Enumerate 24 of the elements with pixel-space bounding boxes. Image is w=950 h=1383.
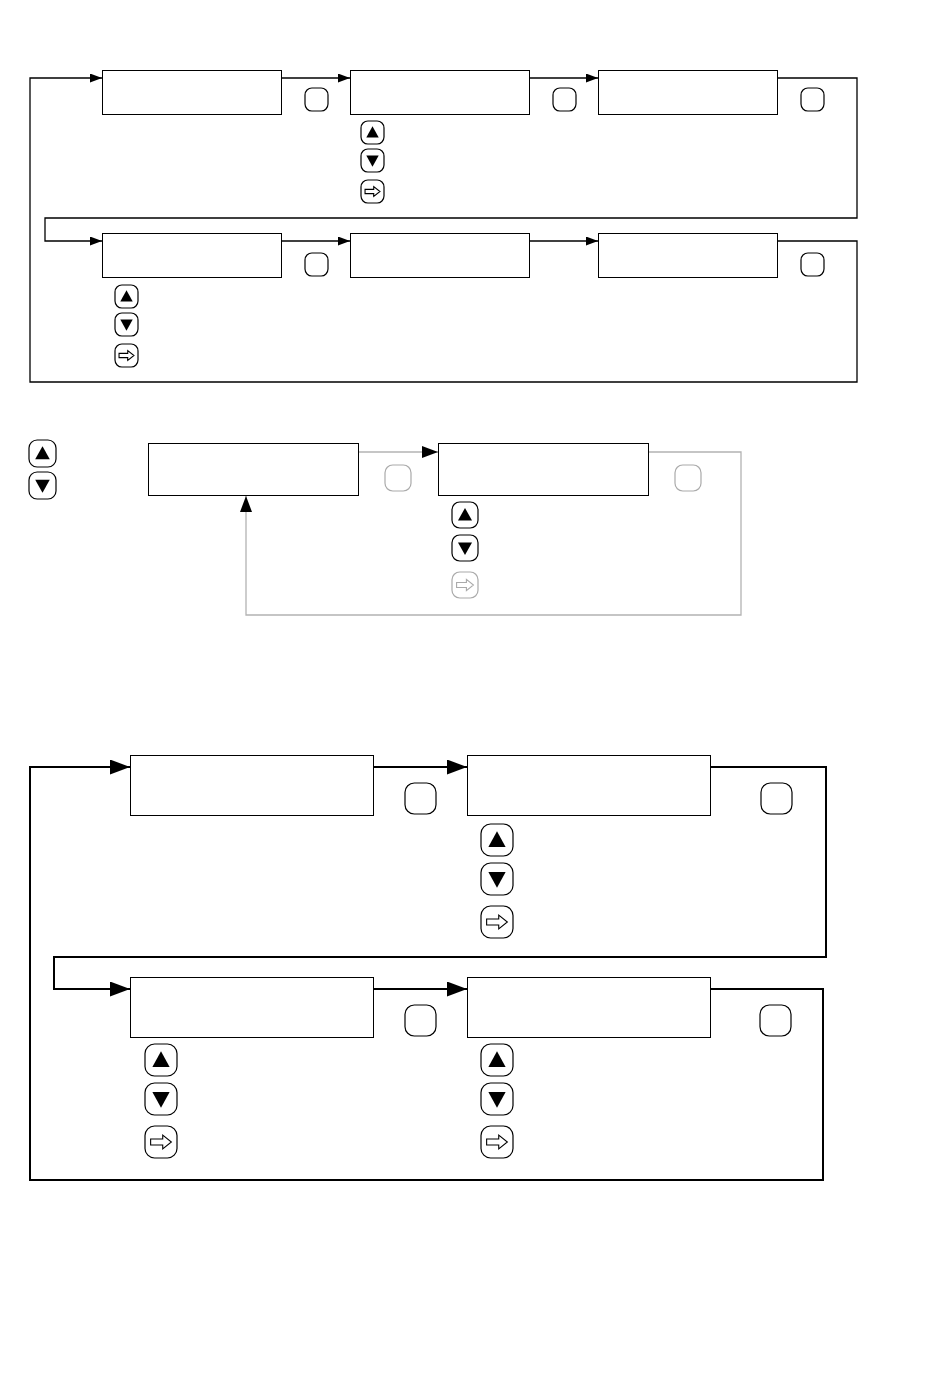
arrow xyxy=(358,446,439,458)
display-box xyxy=(130,755,374,816)
display-box xyxy=(467,755,711,816)
arrow xyxy=(240,451,742,616)
arrow xyxy=(529,73,599,83)
arrow xyxy=(529,236,599,246)
arrow xyxy=(44,77,858,246)
arrow xyxy=(53,766,827,997)
arrow xyxy=(29,73,858,383)
display-box xyxy=(102,70,282,115)
arrow xyxy=(281,236,351,246)
display-box xyxy=(438,443,649,496)
display-box xyxy=(350,70,530,115)
display-box xyxy=(350,233,530,278)
display-box xyxy=(598,233,778,278)
display-box xyxy=(467,977,711,1038)
display-box xyxy=(130,977,374,1038)
arrow xyxy=(373,981,468,997)
arrow xyxy=(29,759,824,1181)
arrow xyxy=(373,759,468,775)
display-box xyxy=(148,443,359,496)
display-box xyxy=(598,70,778,115)
display-box xyxy=(102,233,282,278)
arrow xyxy=(281,73,351,83)
